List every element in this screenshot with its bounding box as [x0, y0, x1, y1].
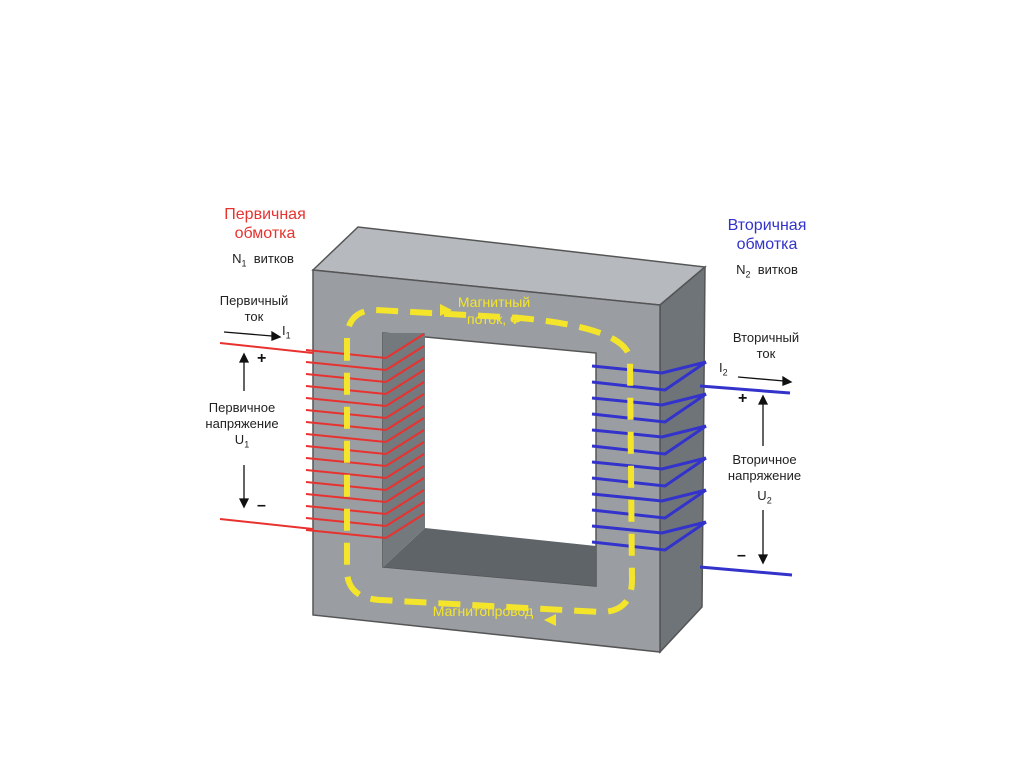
primary-coil-diagonal — [385, 429, 425, 455]
primary-coil-turn — [305, 493, 387, 503]
secondary-minus-sign: – — [737, 547, 746, 564]
secondary-coil-back — [591, 488, 707, 520]
primary-coil-turn — [305, 469, 387, 479]
core-window-depth-bottom — [383, 528, 596, 586]
primary-coil-diagonal — [385, 345, 425, 371]
magnetic-flux-label: Магнитный поток, Ф — [457, 294, 531, 327]
secondary-coil-turn — [591, 456, 707, 471]
secondary-coil-turn — [591, 392, 707, 407]
voltage-arrows — [238, 352, 769, 565]
primary-coil-diagonal — [385, 417, 425, 443]
primary-coil-diagonal — [385, 393, 425, 419]
primary-coil-diagonal — [385, 477, 425, 503]
primary-minus-sign: – — [257, 497, 266, 514]
primary-coil-diagonal — [385, 405, 425, 431]
primary-coil-turn — [305, 361, 387, 371]
secondary-winding-title: Вторичная обмотка — [727, 217, 807, 253]
primary-turns-label: N1 витков — [232, 251, 294, 269]
secondary-coil-back — [591, 520, 707, 552]
secondary-coil-turn — [591, 360, 707, 375]
secondary-coil-back — [591, 392, 707, 424]
secondary-current-label: Вторичный ток — [732, 330, 800, 361]
primary-coil-diagonal — [385, 453, 425, 479]
secondary-plus-sign: + — [738, 390, 748, 407]
primary-plus-sign: + — [257, 350, 267, 367]
primary-coil-turn — [305, 433, 387, 443]
primary-coil-diagonal — [385, 369, 425, 395]
primary-coil-diagonal — [385, 357, 425, 383]
primary-coil-diagonal — [385, 381, 425, 407]
primary-coil-diagonal — [385, 501, 425, 527]
primary-voltage-label: Первичное напряжение U1 — [205, 400, 279, 450]
secondary-voltage-label: Вторичное напряжение U2 — [727, 452, 802, 506]
primary-coil-turn — [305, 397, 387, 407]
primary-winding — [219, 333, 425, 539]
flux-arrow-bottom — [544, 614, 556, 626]
primary-winding-title: Первичная обмотка — [224, 206, 306, 242]
secondary-coil-turn — [591, 424, 707, 439]
secondary-coil-back — [591, 424, 707, 456]
secondary-coil-back — [591, 360, 707, 392]
secondary-coil-back — [591, 456, 707, 488]
primary-coil-turn — [305, 529, 387, 539]
secondary-winding — [591, 360, 793, 577]
secondary-turns-label: N2 витков — [736, 262, 798, 280]
magnetic-core-label: Магнитопровод — [432, 603, 534, 619]
primary-current-label: Первичный ток — [219, 293, 289, 324]
primary-coil-diagonal — [385, 441, 425, 467]
secondary-coil-turn — [591, 520, 707, 535]
primary-coil-diagonal — [385, 465, 425, 491]
primary-current-symbol: I1 — [282, 323, 291, 341]
primary-coil-diagonal — [385, 333, 425, 359]
current-arrows — [223, 330, 793, 386]
primary-coil-diagonal — [385, 513, 425, 539]
primary-coil-diagonal — [385, 489, 425, 515]
flux-arrow-top — [440, 304, 452, 316]
secondary-coil-turn — [591, 488, 707, 503]
secondary-current-symbol: I2 — [719, 360, 728, 378]
